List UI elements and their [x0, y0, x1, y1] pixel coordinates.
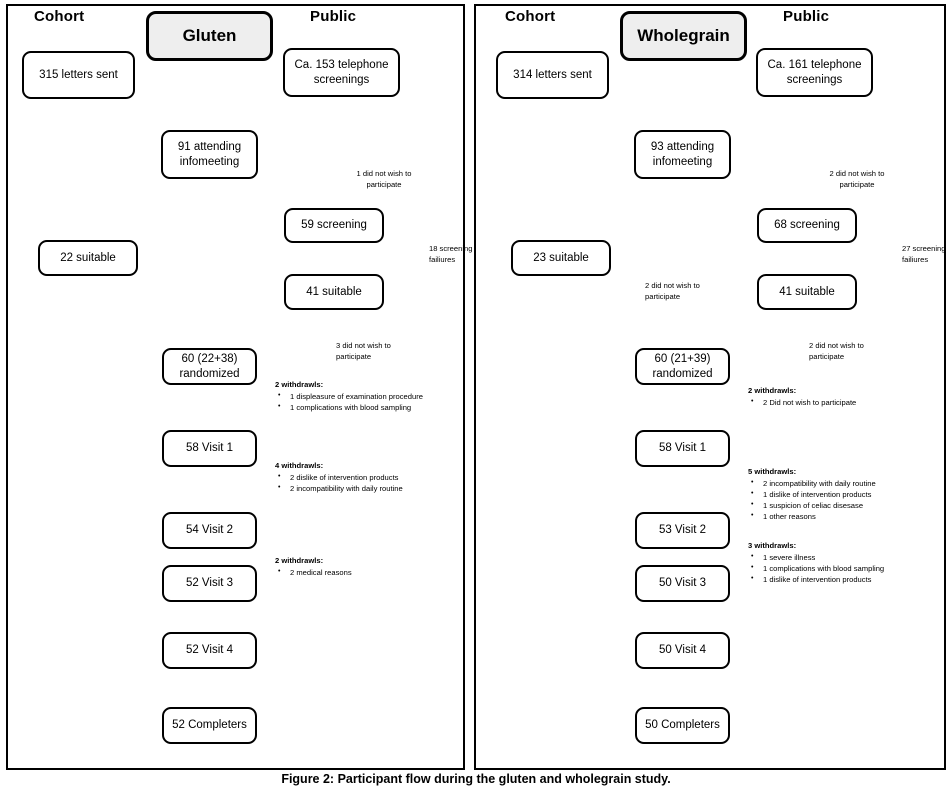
info-line-2: infomeeting: [652, 155, 713, 168]
figure-caption: Figure 2: Participant flow during the gl…: [281, 772, 671, 786]
node-visit2-wholegrain: 53 Visit 2: [635, 512, 730, 549]
note-line-2: participate: [839, 180, 875, 189]
withdrawals-item: 1 displeasure of examination procedure: [275, 391, 423, 402]
note-randomized-withdrawals-gluten: 2 withdrawls: 1 displeasure of examinati…: [275, 379, 423, 413]
node-visit2-gluten: 54 Visit 2: [162, 512, 257, 549]
withdrawals-item: 2 Did not wish to participate: [748, 397, 856, 408]
node-suitable-cohort-wholegrain: 23 suitable: [511, 240, 611, 276]
node-visit1-gluten: 58 Visit 1: [162, 430, 257, 467]
withdrawals-item: 2 incompatibility with daily routine: [275, 483, 403, 494]
withdrawals-item: 1 dislike of intervention products: [748, 574, 884, 585]
randomized-line-1: 60 (21+39): [654, 352, 711, 365]
note-visit2-withdrawals-wholegrain: 3 withdrawls: 1 severe illness 1 complic…: [748, 540, 884, 585]
column-header-cohort-left: Cohort: [34, 8, 85, 25]
info-line-1: 93 attending: [650, 140, 715, 153]
node-suitable-public-wholegrain: 41 suitable: [757, 274, 857, 310]
node-telephone-screenings-wholegrain: Ca. 161 telephone screenings: [756, 48, 873, 97]
note-line-1: 2 did not wish to: [829, 169, 885, 178]
column-header-public-right: Public: [783, 8, 830, 25]
node-visit1-wholegrain: 58 Visit 1: [635, 430, 730, 467]
node-completers-gluten: 52 Completers: [162, 707, 257, 744]
node-completers-wholegrain: 50 Completers: [635, 707, 730, 744]
node-screening-wholegrain: 68 screening: [757, 208, 857, 243]
withdrawals-heading: 2 withdrawls:: [275, 556, 324, 565]
withdrawals-item: 1 other reasons: [748, 511, 876, 522]
node-visit4-gluten: 52 Visit 4: [162, 632, 257, 669]
note-visit2-withdrawals-gluten: 2 withdrawls: 2 medical reasons: [275, 555, 352, 578]
study-title-gluten: Gluten: [146, 11, 273, 61]
randomized-line-2: randomized: [652, 367, 713, 380]
note-info-dropout-gluten: 1 did not wish to participate: [336, 168, 432, 190]
note-visit1-withdrawals-wholegrain: 5 withdrawls: 2 incompatibility with dai…: [748, 466, 876, 522]
node-screening-gluten: 59 screening: [284, 208, 384, 243]
withdrawals-item: 1 complications with blood sampling: [275, 402, 423, 413]
withdrawals-item: 1 dislike of intervention products: [748, 489, 876, 500]
withdrawals-heading: 4 withdrawls:: [275, 461, 324, 470]
withdrawals-list: 2 Did not wish to participate: [748, 397, 856, 408]
note-line-1: 2 did not wish to: [645, 281, 700, 290]
node-letters-sent-wholegrain: 314 letters sent: [496, 51, 609, 99]
withdrawals-list: 1 severe illness 1 complications with bl…: [748, 552, 884, 585]
note-screening-failures-wholegrain: 27 screening failiures: [902, 243, 952, 265]
telephone-line-1: Ca. 161 telephone: [767, 58, 862, 71]
column-header-public-left: Public: [310, 8, 357, 25]
note-line-2: failiures: [902, 255, 929, 264]
withdrawals-list: 1 displeasure of examination procedure 1…: [275, 391, 423, 413]
note-line-2: failiures: [429, 255, 456, 264]
node-visit3-gluten: 52 Visit 3: [162, 565, 257, 602]
note-randomized-withdrawals-wholegrain: 2 withdrawls: 2 Did not wish to particip…: [748, 385, 856, 408]
telephone-line-2: screenings: [786, 73, 843, 86]
note-line-2: participate: [336, 352, 372, 361]
withdrawals-heading: 2 withdrawls:: [748, 386, 797, 395]
node-randomized-wholegrain: 60 (21+39) randomized: [635, 348, 730, 385]
withdrawals-item: 1 suspicion of celiac disesase: [748, 500, 876, 511]
withdrawals-list: 2 incompatibility with daily routine 1 d…: [748, 478, 876, 522]
withdrawals-item: 1 severe illness: [748, 552, 884, 563]
note-line-1: 3 did not wish to: [336, 341, 391, 350]
column-header-cohort-right: Cohort: [505, 8, 556, 25]
withdrawals-heading: 5 withdrawls:: [748, 467, 797, 476]
node-visit3-wholegrain: 50 Visit 3: [635, 565, 730, 602]
info-line-2: infomeeting: [179, 155, 240, 168]
node-suitable-public-gluten: 41 suitable: [284, 274, 384, 310]
node-telephone-screenings-gluten: Ca. 153 telephone screenings: [283, 48, 400, 97]
randomized-line-2: randomized: [179, 367, 240, 380]
withdrawals-list: 2 dislike of intervention products 2 inc…: [275, 472, 403, 494]
withdrawals-heading: 3 withdrawls:: [748, 541, 797, 550]
note-line-2: participate: [366, 180, 402, 189]
note-line-2: participate: [645, 292, 681, 301]
note-line-1: 27 screening: [902, 244, 946, 253]
note-visit1-withdrawals-gluten: 4 withdrawls: 2 dislike of intervention …: [275, 460, 403, 494]
withdrawals-item: 2 dislike of intervention products: [275, 472, 403, 483]
node-randomized-gluten: 60 (22+38) randomized: [162, 348, 257, 385]
randomized-line-1: 60 (22+38): [181, 352, 238, 365]
withdrawals-heading: 2 withdrawls:: [275, 380, 324, 389]
info-line-1: 91 attending: [177, 140, 242, 153]
note-suitable-dropout-gluten: 3 did not wish to participate: [336, 340, 436, 362]
node-suitable-cohort-gluten: 22 suitable: [38, 240, 138, 276]
node-attending-infomeeting-wholegrain: 93 attending infomeeting: [634, 130, 731, 179]
withdrawals-item: 2 medical reasons: [275, 567, 352, 578]
withdrawals-item: 1 complications with blood sampling: [748, 563, 884, 574]
note-suitable-dropout-wholegrain: 2 did not wish to participate: [809, 340, 909, 362]
withdrawals-list: 2 medical reasons: [275, 567, 352, 578]
node-visit4-wholegrain: 50 Visit 4: [635, 632, 730, 669]
telephone-line-2: screenings: [313, 73, 370, 86]
note-line-2: participate: [809, 352, 845, 361]
note-info-dropout-wholegrain: 2 did not wish to participate: [809, 168, 905, 190]
telephone-line-1: Ca. 153 telephone: [294, 58, 389, 71]
withdrawals-item: 2 incompatibility with daily routine: [748, 478, 876, 489]
study-title-wholegrain: Wholegrain: [620, 11, 747, 61]
node-letters-sent-gluten: 315 letters sent: [22, 51, 135, 99]
note-line-1: 1 did not wish to: [356, 169, 412, 178]
note-screening-failures-gluten: 18 screening failiures: [429, 243, 489, 265]
note-line-1: 18 screening: [429, 244, 473, 253]
node-attending-infomeeting-gluten: 91 attending infomeeting: [161, 130, 258, 179]
note-line-1: 2 did not wish to: [809, 341, 864, 350]
note-cohort-dropout-wholegrain: 2 did not wish to participate: [645, 280, 735, 302]
